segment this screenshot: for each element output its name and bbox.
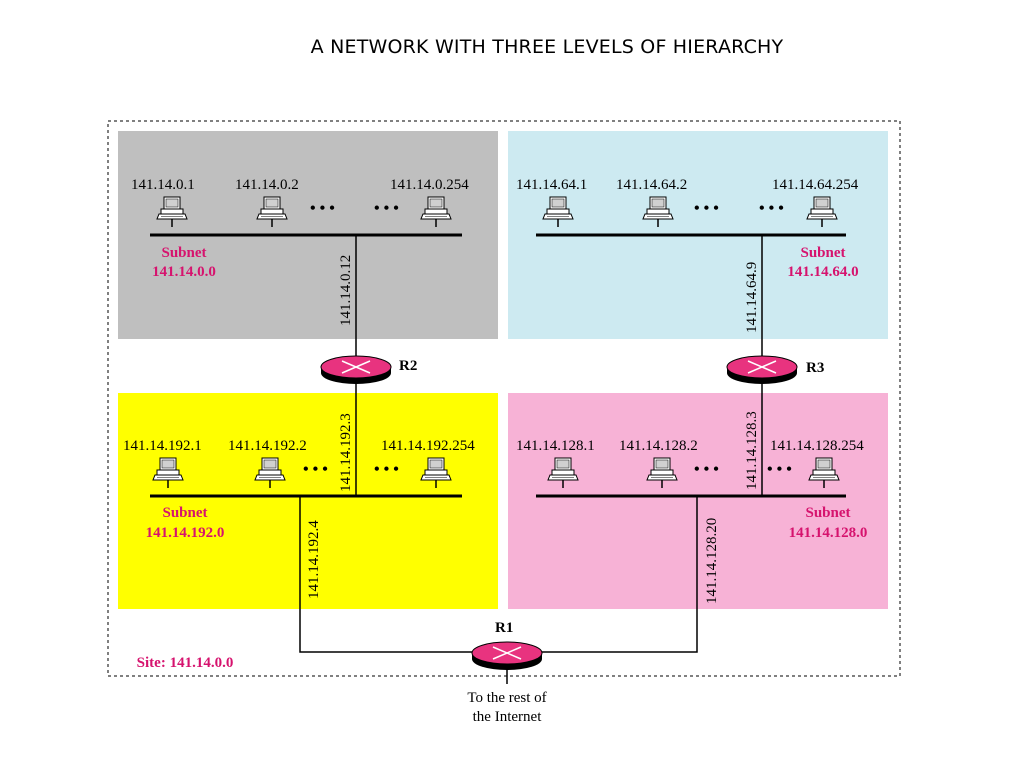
link-address: 141.14.0.12 [338, 255, 354, 326]
host-address: 141.14.128.254 [770, 438, 864, 454]
ellipsis: • • • [303, 461, 328, 478]
router-label-r3: R3 [806, 360, 824, 376]
host-address: 141.14.192.254 [381, 438, 475, 454]
host-address: 141.14.192.1 [123, 438, 202, 454]
host-address: 141.14.128.2 [619, 438, 698, 454]
host-address: 141.14.0.1 [131, 177, 195, 193]
subnet-192-area [118, 393, 498, 609]
host-address: 141.14.0.2 [235, 177, 299, 193]
host-address: 141.14.192.2 [228, 438, 307, 454]
subnet-address: 141.14.64.0 [787, 264, 858, 280]
subnet-label: Subnet [162, 505, 207, 521]
slide-title: A NETWORK WITH THREE LEVELS OF HIERARCHY [310, 36, 784, 58]
link-r1-subnet-128 [540, 496, 698, 653]
link-address: 141.14.128.20 [704, 518, 720, 604]
router-label-r2: R2 [399, 358, 417, 374]
host-address: 141.14.64.2 [616, 177, 687, 193]
link-address: 141.14.64.9 [744, 262, 760, 333]
internet-label-line1: To the rest of [467, 690, 546, 706]
subnet-label: Subnet [805, 505, 850, 521]
subnet-label: Subnet [800, 245, 845, 261]
link-address: 141.14.128.3 [744, 411, 760, 490]
ellipsis: • • • [694, 200, 719, 217]
host-address: 141.14.0.254 [390, 177, 469, 193]
subnet-address: 141.14.192.0 [146, 525, 225, 541]
ellipsis: • • • [374, 461, 399, 478]
ellipsis: • • • [374, 200, 399, 217]
router-r1-icon [471, 641, 543, 670]
host-address: 141.14.64.1 [516, 177, 587, 193]
ellipsis: • • • [694, 461, 719, 478]
subnet-128-area [508, 393, 888, 609]
router-r2-icon [320, 355, 392, 384]
site-boundary [107, 120, 901, 677]
link-address: 141.14.192.4 [306, 520, 322, 599]
router-r3-icon [726, 355, 798, 384]
ellipsis: • • • [310, 200, 335, 217]
internet-label-line2: the Internet [473, 709, 543, 725]
site-label: Site: 141.14.0.0 [137, 655, 234, 671]
links [150, 233, 846, 684]
link-r1-subnet-192 [299, 496, 476, 653]
host-address: 141.14.64.254 [772, 177, 859, 193]
link-address: 141.14.192.3 [338, 413, 354, 492]
router-label-r1: R1 [495, 620, 513, 636]
ellipsis: • • • [767, 461, 792, 478]
subnet-address: 141.14.0.0 [152, 264, 216, 280]
subnet-address: 141.14.128.0 [789, 525, 868, 541]
ellipsis: • • • [759, 200, 784, 217]
host-address: 141.14.128.1 [516, 438, 595, 454]
subnet-label: Subnet [161, 245, 206, 261]
